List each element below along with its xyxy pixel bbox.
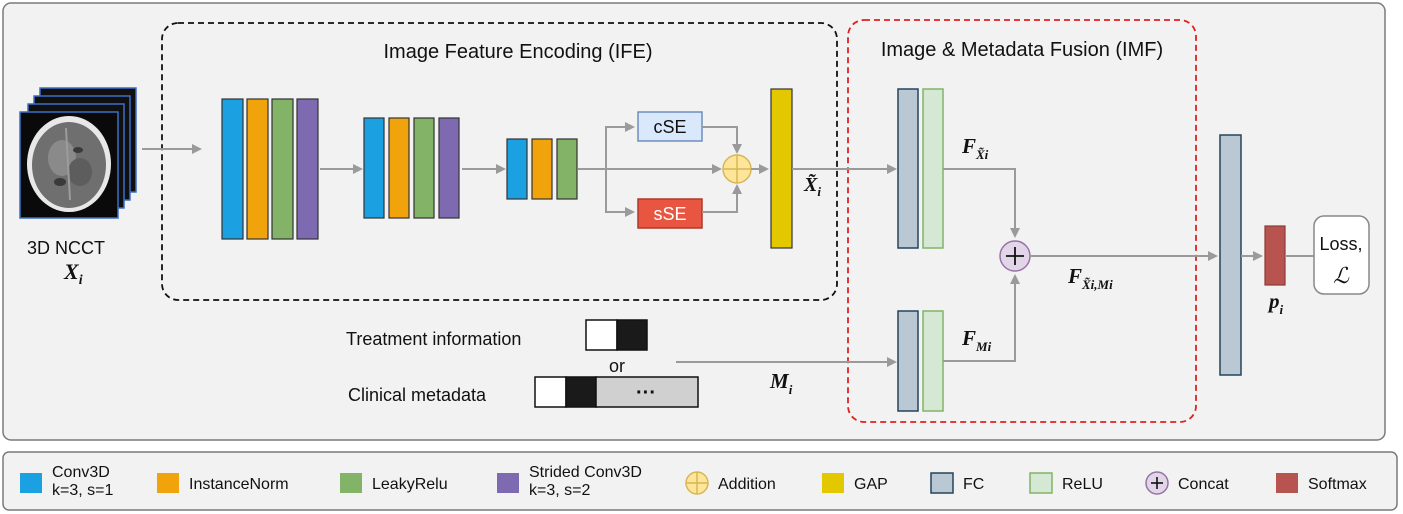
instancenorm-legend-icon <box>157 473 179 493</box>
addition-legend-icon <box>685 471 709 495</box>
encoder-stage-2 <box>363 117 460 219</box>
concat-node <box>999 240 1031 272</box>
gap-block <box>770 88 793 249</box>
imf-title: Image & Metadata Fusion (IMF) <box>881 39 1163 61</box>
legend-item-addition: Addition <box>685 471 776 495</box>
leakyrelu-block <box>413 117 435 219</box>
strided-conv3d-block <box>438 117 460 219</box>
conv3d-block <box>506 138 528 200</box>
legend-item-concat: Concat <box>1145 471 1229 495</box>
leakyrelu-legend-icon <box>340 473 362 493</box>
legend-label: InstanceNorm <box>189 476 289 493</box>
imf-box <box>847 19 1197 423</box>
f-x-label: FX̃i <box>961 134 989 162</box>
fc-block-final <box>1219 134 1242 376</box>
loss-label: Loss, <box>1319 234 1362 254</box>
legend-label: ReLU <box>1062 476 1103 493</box>
arrow-cse-add <box>702 126 742 154</box>
m-label: Mi <box>769 369 793 397</box>
or-label: or <box>609 356 625 376</box>
legend-label: Concat <box>1178 476 1229 493</box>
strided-conv3d-block <box>296 98 319 240</box>
legend-label: Softmax <box>1308 476 1367 493</box>
leakyrelu-block <box>556 138 578 200</box>
conv3d-block <box>221 98 244 240</box>
instancenorm-block <box>246 98 269 240</box>
addition-node <box>722 154 752 184</box>
strided-legend-icon <box>497 473 519 493</box>
treatment-vector <box>585 319 648 351</box>
gap-legend-icon <box>822 473 844 493</box>
f-xm-label: FX̃i,Mi <box>1067 264 1113 292</box>
legend-label: GAP <box>854 476 888 493</box>
leakyrelu-block <box>271 98 294 240</box>
ife-title: Image Feature Encoding (IFE) <box>383 41 652 63</box>
fc-legend-icon <box>930 472 954 494</box>
encoder-stage-1 <box>221 98 319 240</box>
legend-item-relu: ReLU <box>1029 472 1103 494</box>
relu-block-meta <box>922 310 944 412</box>
x-tilde-label: X̃i <box>803 173 821 199</box>
instancenorm-block <box>388 117 410 219</box>
softmax-legend-icon <box>1276 473 1298 493</box>
legend-label: FC <box>963 476 984 493</box>
fc-block-image <box>897 88 919 249</box>
legend-label: Addition <box>718 476 776 493</box>
legend-item-gap: GAP <box>822 473 888 493</box>
treatment-label: Treatment information <box>346 329 521 349</box>
relu-legend-icon <box>1029 472 1053 494</box>
legend-label: LeakyRelu <box>372 476 448 493</box>
legend-item-fc: FC <box>930 472 984 494</box>
sse-label: sSE <box>653 204 686 224</box>
legend-item-leakyrelu: LeakyRelu <box>340 473 448 493</box>
p-label: pi <box>1267 289 1284 317</box>
f-m-label: FMi <box>961 326 992 354</box>
clinical-label: Clinical metadata <box>348 385 487 405</box>
sse-block <box>637 198 703 229</box>
encoder-stage-3 <box>506 138 578 200</box>
legend-item-instancenorm: InstanceNorm <box>157 473 289 493</box>
input-label: 3D NCCT <box>27 238 105 258</box>
conv3d-legend-icon <box>20 473 42 493</box>
cse-label: cSE <box>653 117 686 137</box>
ellipsis-label: ··· <box>636 382 656 404</box>
legend-item-softmax: Softmax <box>1276 473 1367 493</box>
ife-box <box>161 22 838 301</box>
arrow-to-sse <box>605 169 635 217</box>
arrow-sse-add <box>702 184 742 213</box>
conv3d-block <box>363 117 385 219</box>
input-symbol: Xi <box>63 259 83 288</box>
loss-box <box>1313 215 1370 295</box>
instancenorm-block <box>531 138 553 200</box>
clinical-vector <box>534 376 699 408</box>
relu-block-image <box>922 88 944 249</box>
fc-block-meta <box>897 310 919 412</box>
arrow-fx-concat <box>943 168 1020 238</box>
softmax-block <box>1264 225 1286 286</box>
ct-scan-stack <box>19 87 137 219</box>
loss-symbol: ℒ <box>1333 263 1350 288</box>
arrow-fm-concat <box>943 274 1020 362</box>
arrow-to-cse <box>605 122 635 169</box>
concat-legend-icon <box>1145 471 1169 495</box>
